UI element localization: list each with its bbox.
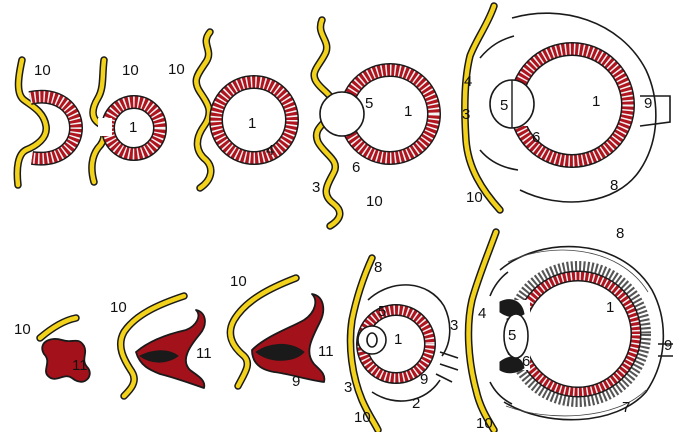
label: 5	[508, 327, 516, 344]
lens	[320, 92, 364, 136]
bottom-stage-3: 10 11 9	[230, 273, 334, 390]
top-stage-5: 4 3 5 1 9 6 8 10	[462, 6, 670, 210]
label: 1	[129, 119, 137, 136]
label: 1	[592, 93, 600, 110]
lens	[358, 326, 386, 354]
label: 9	[644, 95, 652, 112]
bottom-stage-4: 8 5 1 9 2 3 10	[344, 258, 458, 430]
top-stage-4: 5 1 6 3 10	[312, 20, 434, 226]
top-stage-3: 10 1 4	[168, 32, 292, 188]
bottom-stage-5: 8 3 4 5 1 6 7 10 9	[450, 225, 673, 432]
label: 10	[354, 409, 371, 426]
bottom-stage-1: 10 11	[14, 318, 90, 382]
label: 10	[366, 193, 383, 210]
top-stage-2: 10 1	[92, 60, 160, 182]
bottom-stage-2: 10 11	[110, 296, 212, 396]
label: 10	[34, 62, 51, 79]
label: 1	[404, 103, 412, 120]
label: 3	[450, 317, 458, 334]
label: 4	[266, 142, 274, 159]
label: 6	[352, 159, 360, 176]
label: 3	[312, 179, 320, 196]
label: 1	[606, 299, 614, 316]
label: 9	[292, 373, 300, 390]
label: 6	[522, 353, 530, 370]
label: 11	[318, 343, 334, 360]
label: 2	[412, 395, 420, 412]
label: 7	[622, 399, 630, 416]
label: 3	[344, 379, 352, 396]
label: 1	[248, 115, 256, 132]
label: 8	[610, 177, 618, 194]
label: 4	[478, 305, 486, 322]
top-stage-1: 10	[17, 60, 76, 185]
label: 11	[72, 357, 88, 374]
label: 10	[110, 299, 127, 316]
label: 9	[664, 337, 672, 354]
label: 8	[616, 225, 624, 242]
label: 5	[378, 303, 386, 320]
label: 5	[365, 95, 373, 112]
label: 10	[466, 189, 483, 206]
label: 10	[14, 321, 31, 338]
label: 8	[374, 259, 382, 276]
label: 3	[462, 106, 470, 123]
label: 4	[464, 73, 472, 90]
label: 6	[532, 129, 540, 146]
label: 1	[394, 331, 402, 348]
label: 9	[420, 371, 428, 388]
label: 11	[196, 345, 212, 362]
label: 10	[168, 61, 185, 78]
label: 10	[230, 273, 247, 290]
label: 10	[122, 62, 139, 79]
label: 5	[500, 97, 508, 114]
label: 10	[476, 415, 493, 432]
